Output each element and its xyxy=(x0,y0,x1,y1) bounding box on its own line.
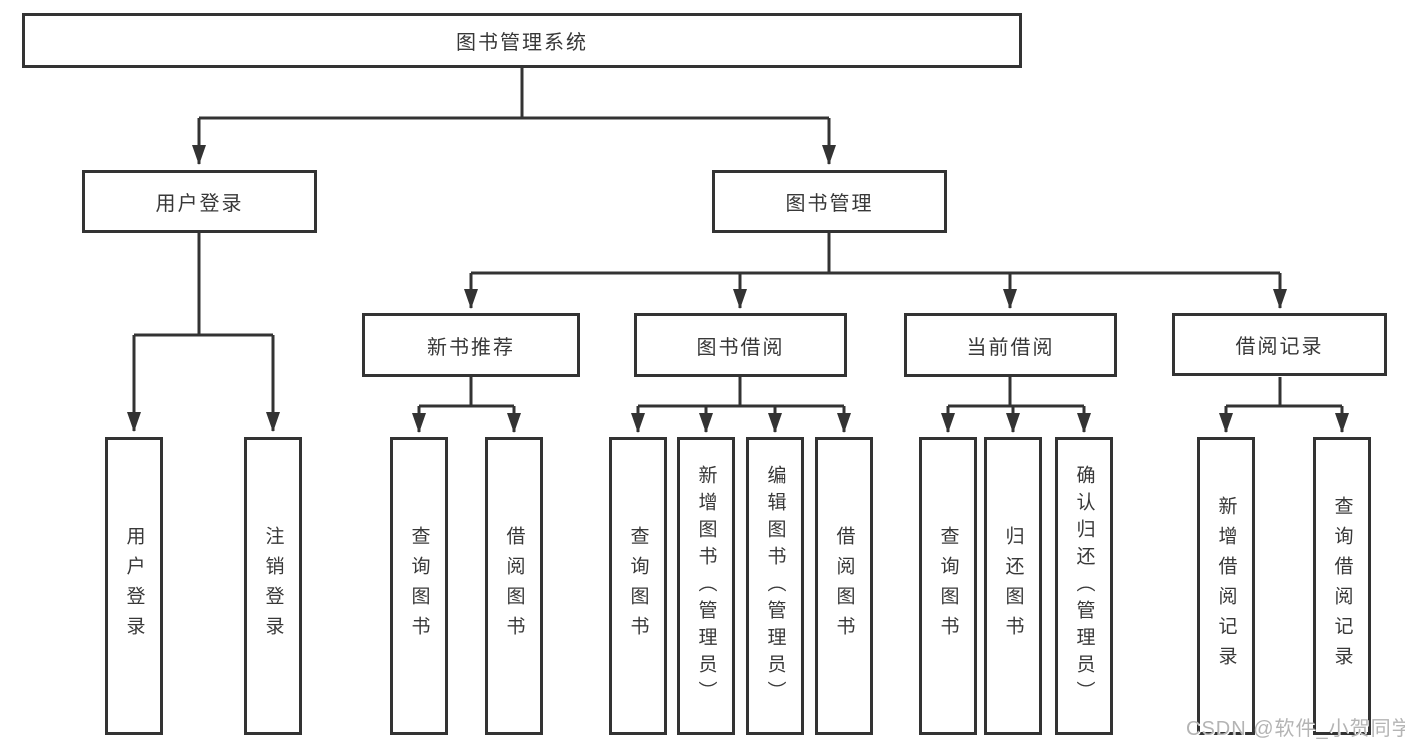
node-current-borrowing: 当前借阅 xyxy=(904,313,1117,377)
leaf-confirm-return-admin-label: 确认归还（管理员） xyxy=(1073,464,1095,708)
leaf-query-books-borrow-label: 查询图书 xyxy=(627,526,649,646)
node-new-book-recommend: 新书推荐 xyxy=(362,313,580,377)
leaf-borrow-books-recommend-label: 借阅图书 xyxy=(503,526,525,646)
leaf-query-books-recommend-label: 查询图书 xyxy=(408,526,430,646)
node-user-login: 用户登录 xyxy=(82,170,317,233)
leaf-borrow-books-label: 借阅图书 xyxy=(833,526,855,646)
leaf-query-books-borrow: 查询图书 xyxy=(609,437,667,735)
node-borrow-records: 借阅记录 xyxy=(1172,313,1387,376)
leaf-confirm-return-admin: 确认归还（管理员） xyxy=(1055,437,1113,735)
node-library-system-root: 图书管理系统 xyxy=(22,13,1022,68)
csdn-watermark: CSDN @软件_小贺同学 xyxy=(1186,718,1405,740)
node-book-management: 图书管理 xyxy=(712,170,947,233)
node-book-borrowing: 图书借阅 xyxy=(634,313,847,377)
leaf-edit-book-admin-label: 编辑图书（管理员） xyxy=(764,464,786,708)
leaf-edit-book-admin: 编辑图书（管理员） xyxy=(746,437,804,735)
leaf-query-borrow-record: 查询借阅记录 xyxy=(1313,437,1371,735)
leaf-add-book-admin-label: 新增图书（管理员） xyxy=(695,464,717,708)
leaf-return-books-label: 归还图书 xyxy=(1002,526,1024,646)
leaf-return-books: 归还图书 xyxy=(984,437,1042,735)
leaf-add-borrow-record-label: 新增借阅记录 xyxy=(1215,496,1237,676)
leaf-query-books-current-label: 查询图书 xyxy=(937,526,959,646)
leaf-query-books-recommend: 查询图书 xyxy=(390,437,448,735)
leaf-user-login-label: 用户登录 xyxy=(123,526,145,646)
leaf-query-borrow-record-label: 查询借阅记录 xyxy=(1331,496,1353,676)
leaf-borrow-books-recommend: 借阅图书 xyxy=(485,437,543,735)
leaf-user-login: 用户登录 xyxy=(105,437,163,735)
leaf-query-books-current: 查询图书 xyxy=(919,437,977,735)
leaf-borrow-books: 借阅图书 xyxy=(815,437,873,735)
leaf-add-borrow-record: 新增借阅记录 xyxy=(1197,437,1255,735)
leaf-logout-label: 注销登录 xyxy=(262,526,284,646)
leaf-logout: 注销登录 xyxy=(244,437,302,735)
leaf-add-book-admin: 新增图书（管理员） xyxy=(677,437,735,735)
